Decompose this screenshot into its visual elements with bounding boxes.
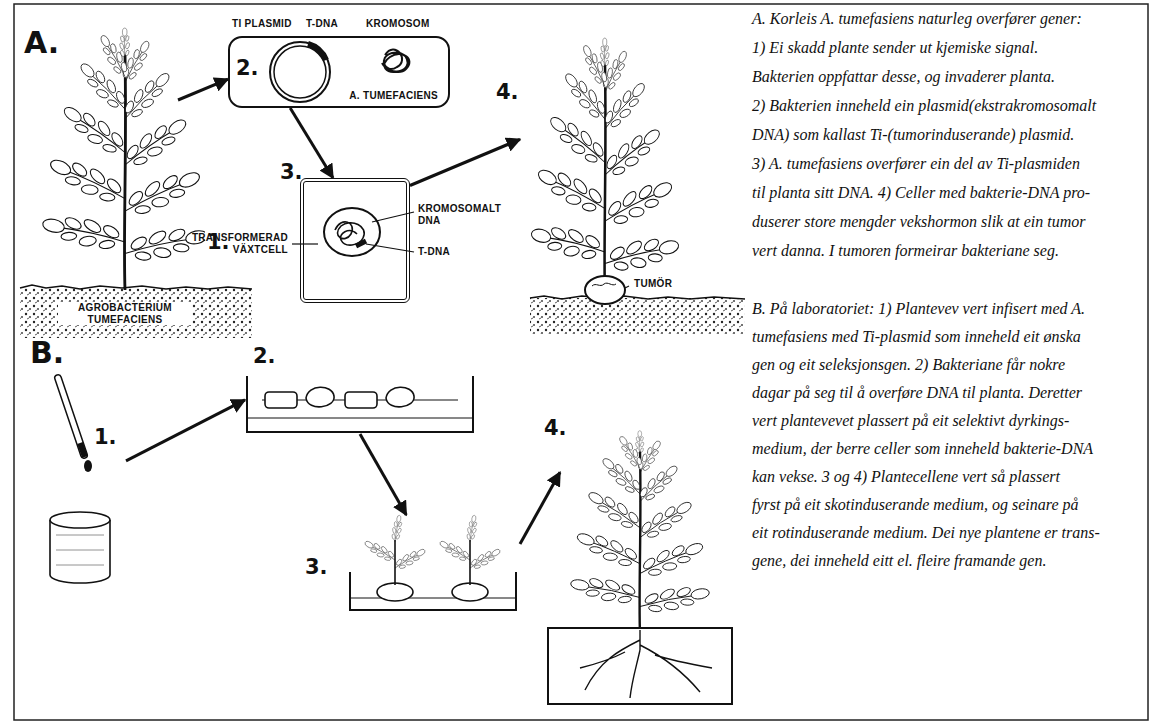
tissue-cylinder: [50, 512, 110, 583]
callout-number: 2.: [253, 344, 276, 368]
dish-figure: 3.: [345, 515, 520, 612]
culture-dish: [247, 376, 473, 432]
soil: [20, 288, 252, 338]
caption-line: til planta sitt DNA. 4) Celler med bakte…: [752, 184, 1090, 202]
caption-line: vert danna. I tumoren formeirar bakteria…: [752, 242, 1059, 260]
part-label: TRANSFORMERAD VÄXTCELL: [188, 232, 288, 255]
part-label: TUMÖR: [632, 278, 674, 290]
flow-arrow: [178, 79, 228, 100]
chromosome: [382, 50, 409, 72]
tumour: [585, 276, 625, 304]
callout-number: 4.: [544, 416, 567, 440]
caption-line: duserer store mengder vekshormon slik at…: [752, 213, 1085, 231]
plant-figure: 4.: [560, 440, 720, 708]
plant-cell: 3.: [300, 178, 410, 303]
plant-figure: 1.AGROBACTERIUM TUMEFACIENS: [28, 40, 178, 340]
frame: [14, 4, 1148, 720]
part-label: KROMOSOMALT DNA: [418, 203, 510, 226]
callout-number: 3.: [305, 555, 328, 579]
callout-number: 4.: [496, 80, 519, 104]
soil: [530, 298, 745, 334]
flow-arrow: [126, 400, 245, 461]
caption-line: gen og eit seleksjonsgen. 2) Bakteriane …: [752, 356, 1065, 374]
caption-line: gene, dei inneheld eitt el. fleire frama…: [752, 552, 1046, 570]
part-label: T-DNA: [306, 18, 338, 30]
flow-arrow: [520, 472, 560, 544]
panel-letter: B.: [30, 336, 64, 371]
plasmid: [270, 42, 330, 102]
caption-line: tumefasiens med Ti-plasmid som inneheld …: [752, 328, 1081, 346]
bacterium-cell: 2. A. TUMEFACIENS: [228, 36, 450, 108]
callout-number: 1.: [94, 425, 117, 449]
dish-figure: 2.: [245, 372, 475, 434]
pipette: [58, 378, 92, 472]
caption-line: kan vekse. 3 og 4) Plantecellene vert så…: [752, 468, 1060, 486]
plant-drawing: [529, 38, 682, 300]
caption-line: 3) A. tumefasiens overfører ein del av T…: [752, 155, 1080, 173]
pipette-figure: 1.: [36, 355, 126, 590]
organism-label: A. TUMEFACIENS: [349, 90, 438, 102]
callout-number: 2.: [236, 56, 259, 80]
caption-line: B. På laboratoriet: 1) Plantevev vert in…: [752, 300, 1085, 318]
caption-line: 1) Ei skadd plante sender ut kjemiske si…: [752, 39, 1038, 57]
organism-label: AGROBACTERIUM TUMEFACIENS: [58, 302, 192, 325]
caption-line: dagar på seg til å overføre DNA til plan…: [752, 384, 1082, 402]
caption-line: DNA) som kallast Ti-(tumorinduserande) p…: [752, 126, 1074, 144]
callout-number: 3.: [280, 160, 303, 184]
flow-arrow: [410, 139, 520, 185]
panel-letter: A.: [24, 26, 59, 61]
caption-line: fyrst på eit skotinduserande medium, og …: [752, 496, 1078, 514]
caption-line: eit rotinduserande medium. Dei nye plant…: [752, 524, 1100, 542]
nucleus: [324, 208, 380, 256]
caption-line: Bakterien oppfattar desse, og invaderer …: [752, 68, 1055, 86]
flow-arrow: [360, 434, 406, 515]
caption-line: vert plantevevet plassert på eit selekti…: [752, 412, 1069, 430]
plant-figure: 4.: [520, 50, 690, 305]
plant-drawing: [568, 431, 712, 635]
caption-line: A. Korleis A. tumefasiens naturleg overf…: [752, 10, 1082, 28]
part-label: KROMOSOM: [366, 18, 430, 30]
part-label: T-DNA: [418, 246, 450, 258]
plant-drawing: [40, 28, 211, 290]
caption-line: medium, der berre celler som inneheld ba…: [752, 440, 1093, 458]
part-label: TI PLASMID: [232, 18, 292, 30]
caption-line: 2) Bakterien inneheld ein plasmid(ekstra…: [752, 97, 1096, 115]
pot: [548, 628, 732, 704]
